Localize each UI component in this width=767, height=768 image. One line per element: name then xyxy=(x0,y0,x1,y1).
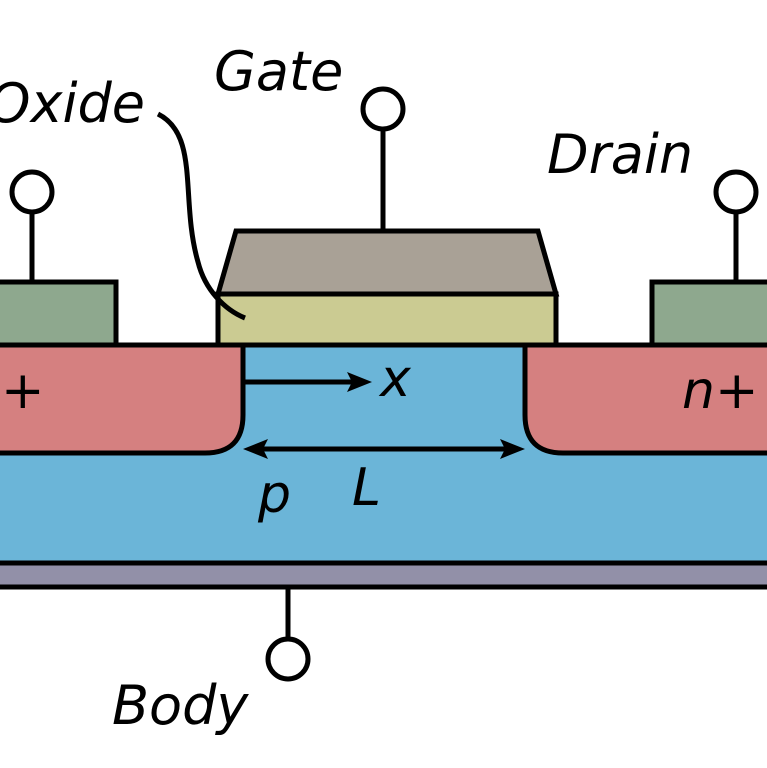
p-substrate-label: p xyxy=(257,465,291,525)
gate-label: Gate xyxy=(214,40,343,103)
source-terminal xyxy=(9,169,55,215)
gate-terminal xyxy=(360,86,406,132)
oxide-leader-line xyxy=(156,111,246,321)
source-n-plus-region xyxy=(0,342,246,456)
drain-n-plus-label: n+ xyxy=(682,361,759,421)
channel-length-arrowhead-left xyxy=(243,439,268,459)
body-terminal xyxy=(265,636,311,682)
gate-metal xyxy=(214,228,560,297)
body-contact-layer xyxy=(0,560,767,590)
x-direction-arrowhead xyxy=(347,372,372,392)
drain-label: Drain xyxy=(547,123,693,186)
drain-metal-contact xyxy=(649,279,767,348)
oxide-layer xyxy=(215,291,559,348)
oxide-label: Oxide xyxy=(0,72,145,135)
channel-length-arrowhead-right xyxy=(500,439,525,459)
x-axis-label: x xyxy=(378,349,412,409)
source-n-plus-label: n+ xyxy=(0,361,45,421)
drain-n-plus-region xyxy=(522,342,767,456)
source-metal-contact xyxy=(0,279,119,348)
drain-terminal xyxy=(713,169,759,215)
channel-length-label: L xyxy=(352,458,381,518)
body-label: Body xyxy=(112,674,249,737)
